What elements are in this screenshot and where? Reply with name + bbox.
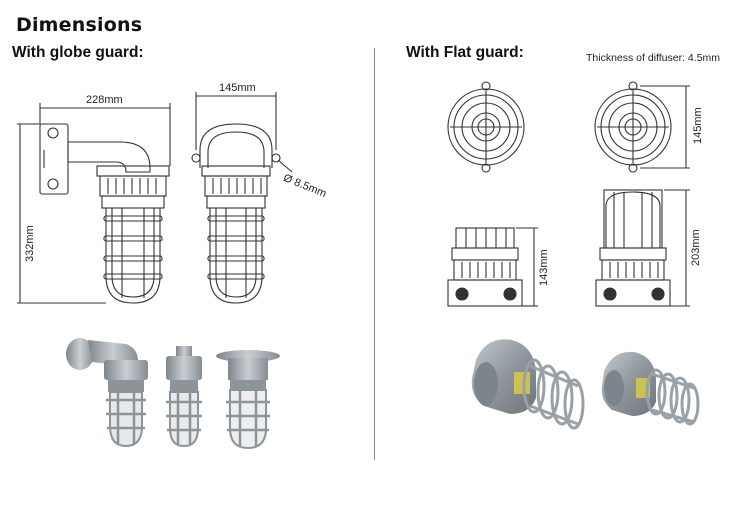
- page-title: Dimensions: [16, 14, 143, 36]
- globe-guard-subtitle: With globe guard:: [12, 44, 144, 61]
- flat-guard-subtitle: With Flat guard:: [406, 44, 524, 61]
- dim-width-228: 228mm: [86, 94, 123, 106]
- diffuser-thickness-note: Thickness of diffuser: 4.5mm: [586, 52, 721, 64]
- section-divider: [374, 48, 375, 460]
- dim-width-145: 145mm: [219, 82, 256, 94]
